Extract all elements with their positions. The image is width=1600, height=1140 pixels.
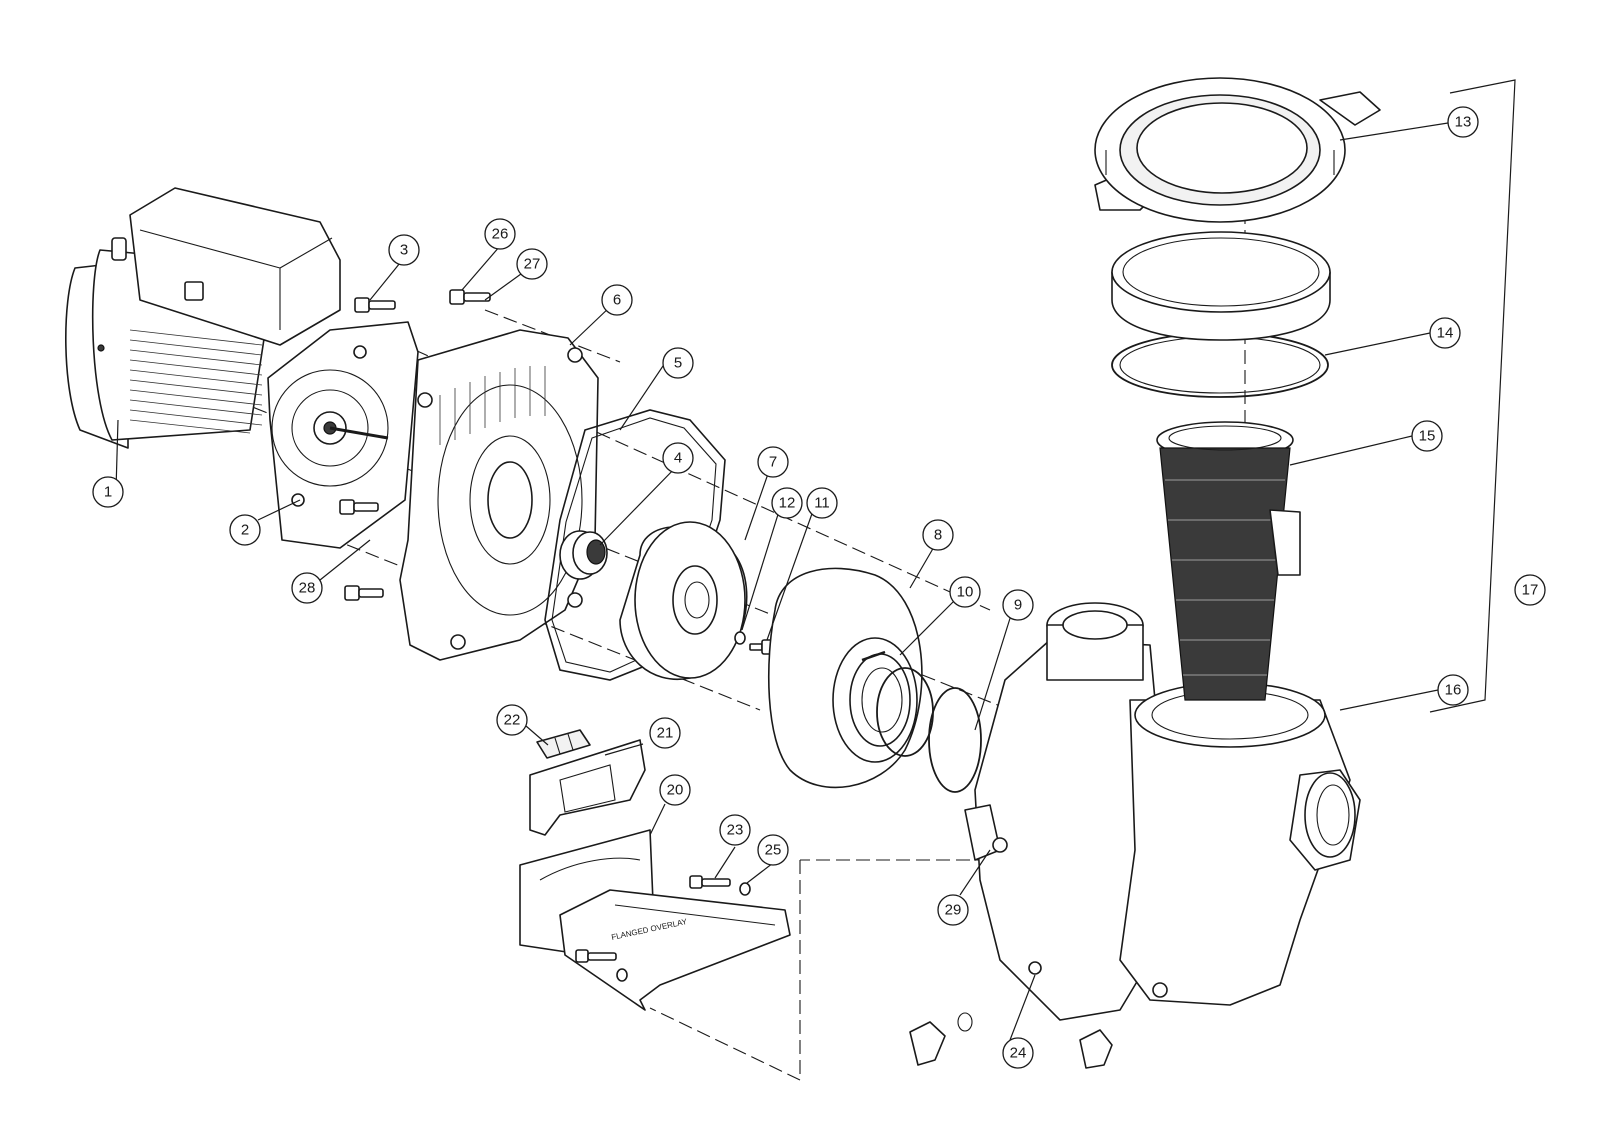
callout-28-label: 28 xyxy=(299,580,316,597)
callout-26: 26 xyxy=(484,218,516,250)
callout-24: 24 xyxy=(1002,1037,1034,1069)
callout-21: 21 xyxy=(649,717,681,749)
callout-1: 1 xyxy=(92,476,124,508)
callout-2-label: 2 xyxy=(241,522,249,539)
callout-7: 7 xyxy=(757,446,789,478)
callout-25-label: 25 xyxy=(765,842,782,859)
callout-22-label: 22 xyxy=(504,712,521,729)
callout-24-label: 24 xyxy=(1010,1045,1027,1062)
callout-5-label: 5 xyxy=(674,355,682,372)
impeller-screw xyxy=(734,631,773,655)
callout-7-label: 7 xyxy=(769,454,777,471)
callout-9: 9 xyxy=(1002,589,1034,621)
lid-o-ring xyxy=(1111,332,1329,398)
callout-21-label: 21 xyxy=(657,725,674,742)
basket-mesh-lines xyxy=(1165,479,1285,676)
bolts xyxy=(339,289,491,601)
callout-16: 16 xyxy=(1437,674,1469,706)
motor-cooling-fins xyxy=(129,329,263,434)
callout-27-label: 27 xyxy=(524,256,541,273)
callout-9-label: 9 xyxy=(1014,597,1022,614)
diffuser xyxy=(767,567,923,789)
callout-16-label: 16 xyxy=(1445,682,1462,699)
callout-11-label: 11 xyxy=(814,495,830,512)
pump-lid xyxy=(1111,231,1331,341)
spacer-insert xyxy=(536,729,591,759)
callout-15: 15 xyxy=(1411,420,1443,452)
callout-4: 4 xyxy=(662,442,694,474)
bracket-vent-slots xyxy=(439,366,546,445)
callout-17: 17 xyxy=(1514,574,1546,606)
drain-plugs xyxy=(909,1012,1113,1069)
assembly-bracket-17 xyxy=(1429,79,1516,713)
callout-13: 13 xyxy=(1447,106,1479,138)
pump-housing xyxy=(964,602,1361,1021)
callout-29-label: 29 xyxy=(945,902,962,919)
callout-14: 14 xyxy=(1429,317,1461,349)
callout-20-label: 20 xyxy=(667,782,684,799)
callout-8-label: 8 xyxy=(934,527,942,544)
callout-11: 11 xyxy=(806,487,838,519)
callout-27: 27 xyxy=(516,248,548,280)
callout-14-label: 14 xyxy=(1437,325,1454,342)
callout-25: 25 xyxy=(757,834,789,866)
callout-5: 5 xyxy=(662,347,694,379)
motor xyxy=(64,187,341,449)
impeller xyxy=(619,521,748,681)
callout-4-label: 4 xyxy=(674,450,682,467)
callout-13-label: 13 xyxy=(1455,114,1472,131)
callout-1-label: 1 xyxy=(104,484,112,501)
callout-10-label: 10 xyxy=(957,584,974,601)
lock-ring xyxy=(1094,77,1381,223)
callout-2: 2 xyxy=(229,514,261,546)
callout-6-label: 6 xyxy=(613,292,621,309)
callout-3: 3 xyxy=(388,234,420,266)
callout-6: 6 xyxy=(601,284,633,316)
callout-28: 28 xyxy=(291,572,323,604)
callout-23-label: 23 xyxy=(727,822,744,839)
callout-23: 23 xyxy=(719,814,751,846)
mechanical-seal xyxy=(559,530,608,580)
callout-17-label: 17 xyxy=(1522,582,1539,599)
callout-12: 12 xyxy=(771,487,803,519)
base-plate: FLANGED OVERLAY xyxy=(559,889,791,1011)
strainer-basket xyxy=(1156,421,1301,701)
callout-15-label: 15 xyxy=(1419,428,1436,445)
seal-plate-adapter xyxy=(267,321,419,549)
callout-22: 22 xyxy=(496,704,528,736)
callout-3-label: 3 xyxy=(400,242,408,259)
housing-o-ring xyxy=(928,687,982,793)
callout-26-label: 26 xyxy=(492,226,509,243)
callout-12-label: 12 xyxy=(779,495,796,512)
callout-20: 20 xyxy=(659,774,691,806)
mounting-bracket xyxy=(399,329,599,661)
callout-8: 8 xyxy=(922,519,954,551)
callout-10: 10 xyxy=(949,576,981,608)
callout-29: 29 xyxy=(937,894,969,926)
base-bolts xyxy=(575,875,751,982)
